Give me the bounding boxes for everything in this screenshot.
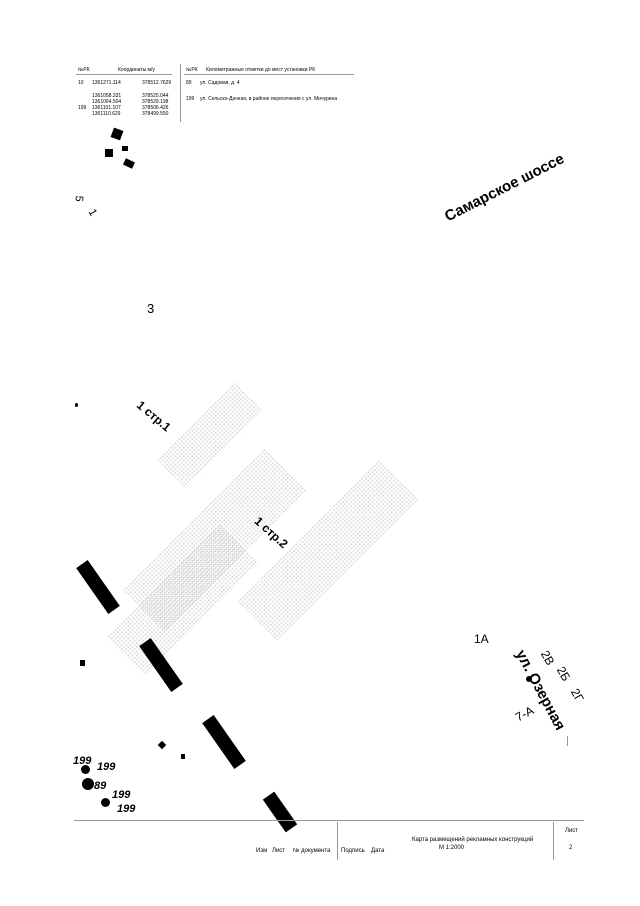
advertising-point-marker	[101, 798, 110, 807]
map-object-marker	[105, 149, 113, 157]
house-number-5: 5	[72, 194, 85, 203]
map-object-marker	[181, 754, 185, 759]
house-number-1: 1	[85, 207, 100, 219]
house-number-2v: 2В	[537, 648, 558, 668]
map-tick	[567, 736, 568, 746]
marker-label-199: 199	[117, 803, 136, 815]
place-header-desc: Километражные отметки до мест установки …	[206, 67, 316, 73]
advertising-construction	[262, 791, 298, 833]
house-number-2g: 2Г	[567, 686, 587, 705]
table-divider	[180, 64, 181, 122]
map-object-marker	[110, 127, 124, 141]
stamp-date: Дата	[371, 848, 385, 854]
coord-header-num: №РК	[78, 67, 90, 73]
marker-label-199: 199	[73, 755, 92, 767]
place-header-num: №РК	[186, 67, 198, 73]
advertising-point-marker	[81, 765, 90, 774]
house-number-3: 3	[147, 301, 155, 316]
map-scale: М 1:2000	[439, 845, 465, 851]
advertising-point-marker	[526, 676, 532, 682]
map-object-marker	[122, 158, 136, 169]
map-object-marker	[122, 146, 128, 151]
house-number-1a: 1А	[474, 632, 489, 646]
map-object-marker	[80, 660, 85, 666]
place-header-rule	[184, 74, 354, 75]
title-block-divider	[553, 822, 554, 860]
coord-header-rule	[76, 74, 172, 75]
marker-label-199: 199	[97, 761, 116, 773]
coord-header-coords: Координаты м/у	[118, 67, 155, 73]
marker-label-199: 199	[112, 789, 131, 801]
building-label-1-str1: 1 стр.1	[134, 398, 174, 435]
map-object-marker	[75, 403, 78, 407]
advertising-construction	[202, 715, 246, 769]
house-number-7a: 7-А	[513, 703, 537, 725]
sheet-label: Лист	[565, 828, 579, 834]
advertising-construction	[76, 560, 120, 614]
street-label-samarskoe: Самарское шоссе	[442, 150, 567, 226]
title-block-divider	[337, 822, 338, 860]
stamp-list: Лист	[272, 848, 286, 854]
stamp-sign: Подпись	[341, 848, 365, 854]
marker-label-89: 89	[94, 780, 107, 792]
title-block-rule	[74, 820, 584, 821]
map-title: Карта размещений рекламных конструкций	[412, 837, 534, 843]
map-object-marker	[157, 740, 167, 750]
advertising-point-marker	[82, 778, 94, 790]
sheet-number: 2	[569, 845, 573, 851]
house-number-2b: 2Б	[553, 664, 574, 684]
stamp-izm: Изм	[256, 848, 268, 854]
stamp-doc: № документа	[293, 848, 331, 854]
